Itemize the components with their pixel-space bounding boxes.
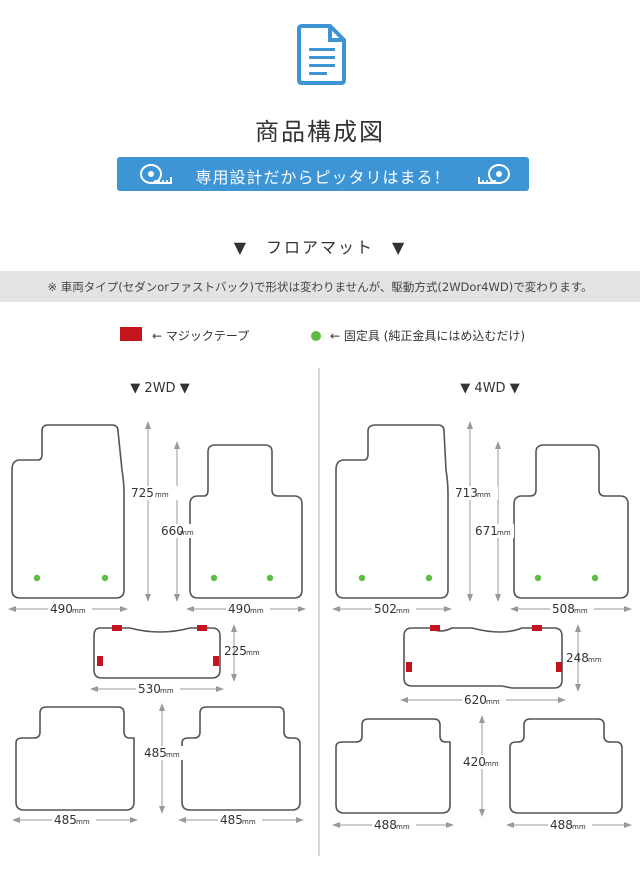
diagram-2wd: 725 mm 660 mm 490 mm 490 mm 225 mm 530 m… [8, 421, 306, 827]
unit-label: mm [477, 491, 491, 499]
unit-label: mm [160, 687, 174, 695]
tape-measure-icon [139, 163, 173, 189]
magic-tape [430, 625, 440, 631]
unit-label: mm [250, 607, 264, 615]
fixture-dot [425, 574, 433, 582]
rear-left-mat [15, 706, 135, 811]
legend-fixture: ← 固定具 (純正金具にはめ込むだけ) [330, 329, 526, 343]
magic-tape [213, 656, 219, 666]
column-title-2wd: ▼ 2WD ▼ [130, 381, 190, 396]
unit-label: mm [166, 751, 180, 759]
magic-tape-swatch [120, 327, 142, 341]
dim-4wd-center-height: 248 [566, 651, 589, 665]
fixture-dot [33, 574, 41, 582]
dim-4wd-front-height: 713 [455, 486, 478, 500]
section-title: ▼ フロアマット ▼ [233, 238, 407, 257]
unit-label: mm [72, 607, 86, 615]
legend-magic-tape: ← マジックテープ [152, 329, 250, 343]
passenger-mat [189, 444, 303, 599]
tape-measure-icon [477, 163, 511, 189]
fixture-dot [534, 574, 542, 582]
dim-2wd-rear-right-width: 485 [220, 813, 243, 827]
rear-right-mat [509, 718, 623, 814]
magic-tape [97, 656, 103, 666]
page-title: 商品構成図 [255, 118, 385, 146]
unit-label: mm [588, 656, 602, 664]
column-title-4wd: ▼ 4WD ▼ [460, 381, 520, 396]
unit-label: mm [572, 823, 586, 831]
driver-mat [11, 424, 125, 599]
dim-4wd-rear-left-width: 488 [374, 818, 397, 832]
rear-left-mat [335, 718, 451, 814]
dim-2wd-driver-width: 490 [50, 602, 73, 616]
fixture-dot [266, 574, 274, 582]
dim-2wd-passenger-width: 490 [228, 602, 251, 616]
dim-4wd-rear-height: 420 [463, 755, 486, 769]
fixture-dot [591, 574, 599, 582]
unit-label: mm [76, 818, 90, 826]
dim-4wd-rear-seat-height: 671 [475, 524, 498, 538]
notice-text: ※ 車両タイプ(セダンorファストバック)で形状は変わりませんが、駆動方式(2W… [47, 280, 593, 294]
passenger-mat [513, 444, 629, 599]
magic-tape [112, 625, 122, 631]
dim-2wd-rear-left-width: 485 [54, 813, 77, 827]
notice-bar: ※ 車両タイプ(セダンorファストバック)で形状は変わりませんが、駆動方式(2W… [0, 271, 640, 302]
unit-label: mm [180, 529, 194, 537]
unit-label: mm [396, 607, 410, 615]
fixture-dot [311, 331, 321, 341]
magic-tape [197, 625, 207, 631]
magic-tape [532, 625, 542, 631]
dim-2wd-rear-seat-height: 660 [161, 524, 184, 538]
column-divider [318, 368, 320, 856]
dim-2wd-center-height: 225 [224, 644, 247, 658]
banner-text: 専用設計だからピッタリはまる！ [195, 168, 451, 187]
unit-label: mm [486, 698, 500, 706]
unit-label: mm [485, 760, 499, 768]
unit-label: mm [396, 823, 410, 831]
dim-2wd-front-height: 725 [131, 486, 154, 500]
center-mat [403, 627, 563, 689]
diagram-4wd: 713 mm 671 mm 502 mm 508 mm 248 mm 620 m… [332, 421, 632, 832]
fixture-dot [358, 574, 366, 582]
dim-2wd-rear-height: 485 [144, 746, 167, 760]
dim-4wd-passenger-width: 508 [552, 602, 575, 616]
fixture-dot [101, 574, 109, 582]
center-mat [93, 627, 221, 679]
dim-4wd-rear-right-width: 488 [550, 818, 573, 832]
promo-banner: 専用設計だからピッタリはまる！ [117, 157, 529, 191]
unit-label: mm [497, 529, 511, 537]
dim-2wd-center-width: 530 [138, 682, 161, 696]
magic-tape [406, 662, 412, 672]
driver-mat [335, 424, 449, 599]
dim-4wd-driver-width: 502 [374, 602, 397, 616]
unit-label: mm [242, 818, 256, 826]
document-icon [296, 22, 348, 90]
unit-label: mm [574, 607, 588, 615]
magic-tape [556, 662, 562, 672]
unit-label: mm [155, 491, 169, 499]
dim-4wd-center-width: 620 [464, 693, 487, 707]
fixture-dot [210, 574, 218, 582]
rear-right-mat [181, 706, 301, 811]
unit-label: mm [246, 649, 260, 657]
